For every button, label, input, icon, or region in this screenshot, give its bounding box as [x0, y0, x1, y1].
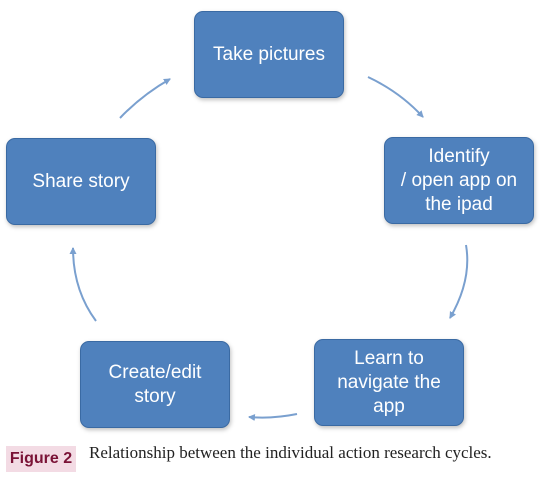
node-learn-navigate: Learn to navigate the app: [314, 339, 464, 426]
figure-caption: Figure 2 Relationship between the indivi…: [0, 440, 552, 484]
caption-text: Relationship between the individual acti…: [89, 443, 492, 462]
cycle-arrows: [69, 76, 469, 422]
arrow-identify-to-learn: [449, 244, 469, 319]
arrow-take-pictures-to-identify: [367, 76, 424, 118]
node-create-edit-story: Create/edit story: [80, 341, 230, 428]
node-take-pictures: Take pictures: [194, 11, 344, 98]
arrow-create-to-share: [69, 247, 97, 322]
arrow-learn-to-create: [248, 413, 298, 422]
figure-label: Figure 2: [6, 446, 76, 472]
arrow-share-to-take-pictures: [119, 78, 171, 119]
node-identify-open-app: Identify / open app on the ipad: [384, 137, 534, 224]
node-share-story: Share story: [6, 138, 156, 225]
